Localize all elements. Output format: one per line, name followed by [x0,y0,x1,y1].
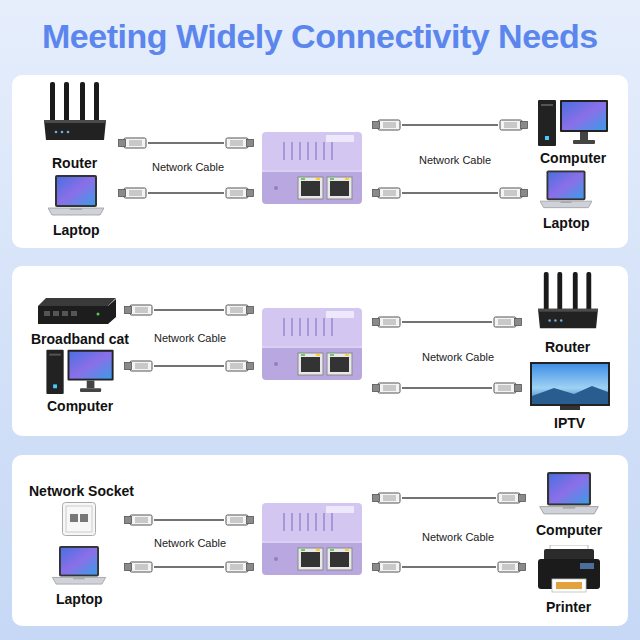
cable-label: Network Cable [152,537,228,549]
device-label: Broadband cat [29,331,131,347]
device-label: Computer [45,398,115,414]
switch-icon [262,308,362,380]
tv-icon [530,362,610,410]
cable-label: Network Cable [420,351,496,363]
cable-label: Network Cable [420,531,496,543]
panel [12,75,628,248]
cable-label: Network Cable [152,332,228,344]
router-icon [44,82,106,140]
device-name: IPTV [554,415,585,431]
printer-icon [538,545,600,592]
device-label: Computer [534,522,604,538]
computer-icon [538,100,608,146]
laptop-icon [540,171,592,208]
laptop-icon [540,472,599,514]
device-name: Network Socket [29,483,134,499]
device-label: Router [50,155,99,171]
computer-icon [46,350,113,394]
cable-lines [148,125,498,567]
socket-icon [63,503,96,536]
device-name: Printer [546,599,591,615]
device-name: Broadband cat [31,331,129,347]
device-name: Router [545,339,590,355]
cable-plugs [119,120,528,572]
device-name: Router [52,155,97,171]
device-name: Computer [540,150,606,166]
device-name: Laptop [53,222,100,238]
switch-icon [262,503,362,575]
router-icon [538,272,598,328]
device-name: Laptop [56,591,103,607]
device-label: Laptop [51,222,102,238]
device-label: Laptop [541,215,592,231]
device-label: Router [543,339,592,355]
device-label: IPTV [552,415,587,431]
panel [12,266,628,436]
page-title: Meeting Widely Connectivity Needs [42,17,598,56]
device-label: Laptop [54,591,105,607]
switch-icon [262,132,362,204]
cable-label: Network Cable [417,154,493,166]
device-name: Computer [536,522,602,538]
modem-icon [38,298,116,324]
panel [12,455,628,626]
device-label: Computer [538,150,608,166]
cable-label: Network Cable [150,161,226,173]
device-label: Printer [544,599,593,615]
device-name: Laptop [543,215,590,231]
laptop-icon [52,546,105,584]
device-label: Network Socket [27,483,136,499]
device-name: Computer [47,398,113,414]
laptop-icon [48,175,104,215]
